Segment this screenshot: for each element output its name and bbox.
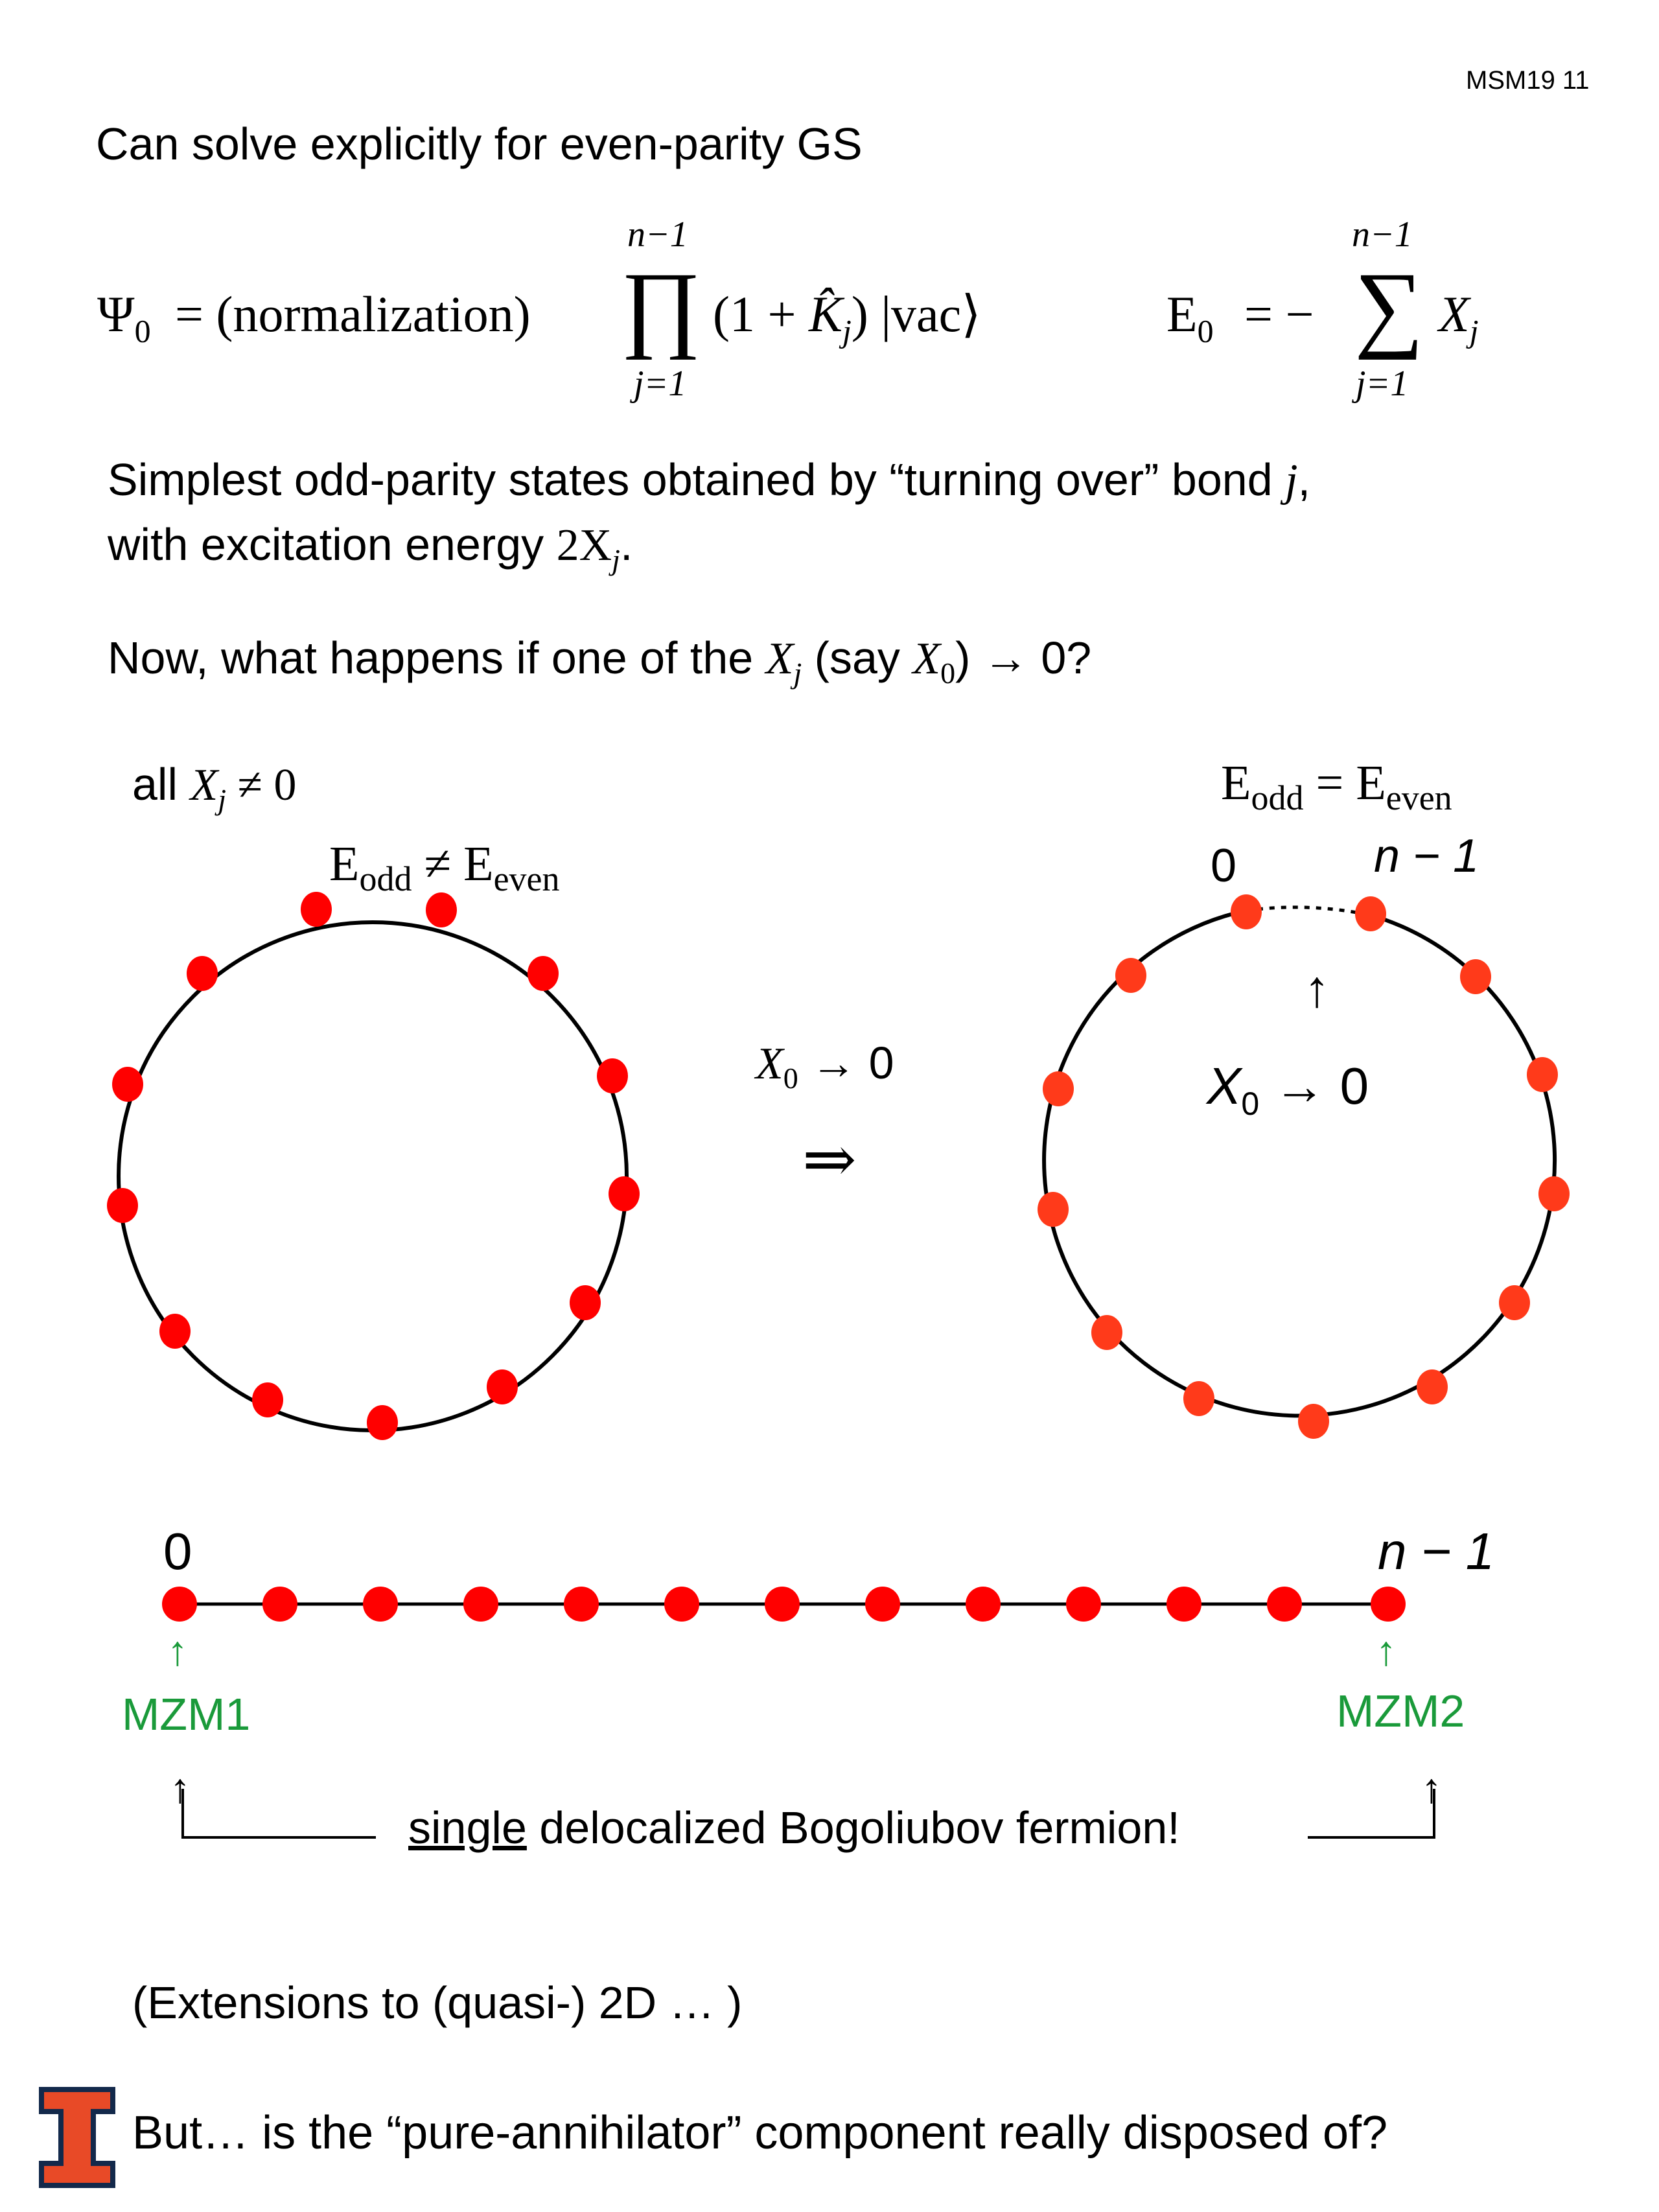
fermion-rest: delocalized Bogoliubov fermion! [526,1802,1180,1853]
sum-top: n−1 [1352,215,1413,255]
single-word: single [408,1802,527,1853]
psi-equation: Ψ0 = (normalization) n−1 ∏ j=1 (1 + K̂j)… [97,214,1069,408]
sum-bottom: j=1 [1356,364,1409,404]
fermion-connector [181,1789,1435,1839]
left-ring-dots [107,892,640,1440]
factor-close: ) [851,286,868,342]
eodd-eq-eeven: Eodd = Eeven [1221,756,1452,818]
fermion-caption: single delocalized Bogoliubov fermion! [408,1802,1180,1854]
e0-lhs: E [1166,286,1198,342]
comma: , [1297,454,1311,505]
excitation-2x: 2Xj [556,520,620,576]
prod-top: n−1 [627,215,688,255]
chain-site-0: 0 [163,1522,192,1580]
psi-lhs: Ψ [97,286,135,342]
k-sub: j [842,312,852,349]
extensions-note: (Extensions to (quasi-) 2D … ) [132,1977,743,2028]
xj: Xj [765,634,802,690]
e0-eq: = − [1244,286,1314,342]
block-i-logo-graphic [39,2087,115,2188]
psi-lhs-sub: 0 [134,312,151,349]
mzm1-arrow: ↑ [167,1627,188,1674]
mzm1-label: MZM1 [122,1689,251,1740]
heading: Can solve explicitly for even-parity GS [96,119,863,169]
bond-j: j [1285,456,1298,506]
period: . [620,519,633,570]
product-symbol: ∏ [621,253,701,360]
question-text-b: (say [802,633,913,683]
up-arrow-ring: ↑ [1304,960,1330,1018]
slide-id: MSM19 11 [1466,66,1590,95]
mzm2-label: MZM2 [1336,1686,1465,1736]
final-question: But… is the “pure-annihilator” component… [132,2107,1388,2159]
eodd-neq-eeven: Eodd ≠ Eeven [329,837,560,899]
odd-parity-text1: Simplest odd-parity states obtained by “… [108,454,1286,505]
all-xj-label: all Xj ≠ 0 [132,759,297,816]
implies-arrow: ⇒ [802,1124,857,1196]
connector-arrow-left: ↑ [170,1765,191,1811]
left-ring-circle [117,920,629,1432]
x0-to-zero-ring: X0 → 0 [1207,1057,1369,1122]
x0-to-zero-mid: X0 → 0 [756,1038,894,1095]
sum-term: X [1439,286,1470,342]
question-text-a: Now, what happens if one of the [108,633,766,683]
chain-dots [162,1587,1406,1622]
connector-arrow-right: ↑ [1421,1765,1442,1811]
question-text-c: ) → 0? [955,633,1092,683]
question-xj: Now, what happens if one of the Xj (say … [108,632,1092,690]
psi-norm: = (normalization) [175,286,531,342]
mzm2-arrow: ↑ [1376,1627,1397,1674]
sum-term-sub: j [1469,312,1479,349]
sum-symbol: ∑ [1354,253,1424,360]
odd-parity-line1: Simplest odd-parity states obtained by “… [108,454,1310,507]
odd-parity-text2: with excitation energy [108,519,557,570]
right-ring-gap [1246,905,1371,917]
vac-ket: |vac⟩ [881,286,981,342]
energy-equation: E0 = − n−1 ∑ j=1 Xj [1166,214,1529,408]
x0: X0 [912,634,956,690]
right-ring-dots [1038,894,1570,1439]
ring-site-n1: n − 1 [1374,830,1479,882]
ring-site-0: 0 [1211,840,1237,892]
chain-site-n1: n − 1 [1378,1522,1495,1580]
k-hat: K̂ [808,286,842,342]
factor-open: (1 + [713,286,809,342]
odd-parity-line2: with excitation energy 2Xj. [108,518,633,576]
block-i-logo [38,2086,117,2189]
prod-bottom: j=1 [634,364,687,404]
e0-sub: 0 [1197,312,1214,349]
